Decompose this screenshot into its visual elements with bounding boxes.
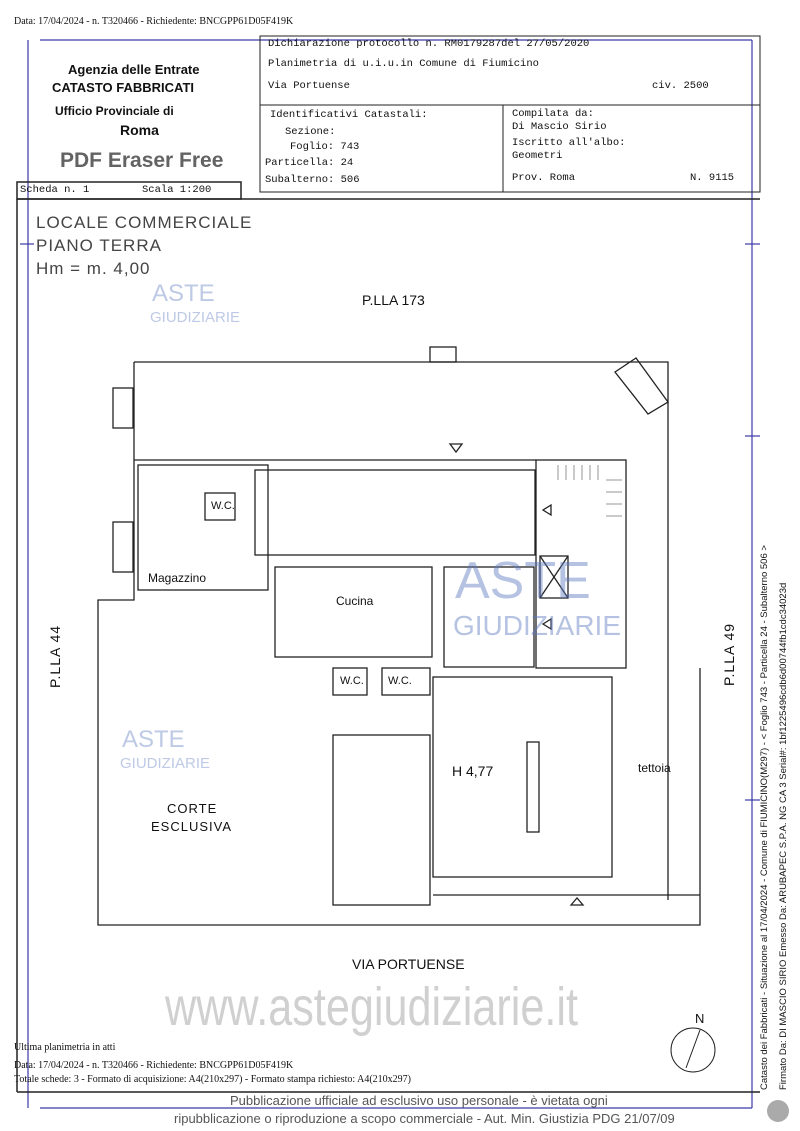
agency-line4: Roma bbox=[120, 122, 159, 138]
walls bbox=[97, 346, 701, 926]
frame-lines bbox=[16, 35, 761, 1093]
side-signature: Firmato Da: DI MASCIO SIRIO Emesso Da: A… bbox=[778, 582, 789, 1090]
planimetria: Planimetria di u.i.u.in Comune di Fiumic… bbox=[268, 58, 539, 70]
room-wc-3: W.C. bbox=[388, 675, 412, 687]
side-catasto: Catasto dei Fabbricati - Situazione al 1… bbox=[759, 545, 770, 1090]
declaration: Dichiarazione protocollo n. RM0179287del… bbox=[268, 38, 590, 50]
prov: Prov. Roma bbox=[512, 172, 576, 184]
footer-totale: Totale schede: 3 - Formato di acquisizio… bbox=[14, 1074, 411, 1085]
particella: Particella: 24 bbox=[265, 157, 354, 169]
civic: civ. 2500 bbox=[652, 80, 709, 92]
pdf-eraser-watermark: PDF Eraser Free bbox=[60, 149, 224, 172]
room-height: H 4,77 bbox=[452, 763, 494, 779]
plan-title: LOCALE COMMERCIALE bbox=[36, 213, 253, 232]
footer-publication-2: ripubblicazione o riproduzione a scopo c… bbox=[174, 1111, 675, 1126]
subalterno: Subalterno: 506 bbox=[265, 174, 360, 186]
north-arrow-icon bbox=[670, 1027, 716, 1073]
agency-line3: Ufficio Provinciale di bbox=[55, 104, 174, 118]
agency-line1: Agenzia delle Entrate bbox=[68, 62, 200, 77]
watermark-giudiziarie: GIUDIZIARIE bbox=[150, 309, 241, 326]
watermark-giudiziarie-2: GIUDIZIARIE bbox=[120, 755, 211, 772]
north-label: N bbox=[695, 1011, 705, 1026]
room-corte-esclusiva: ESCLUSIVA bbox=[151, 819, 233, 834]
address: Via Portuense bbox=[268, 80, 350, 92]
room-magazzino: Magazzino bbox=[148, 571, 207, 585]
foglio: Foglio: 743 bbox=[290, 141, 360, 153]
footer-ultima: Ultima planimetria in atti bbox=[14, 1042, 116, 1053]
north-plot-label: P.LLA 173 bbox=[362, 292, 425, 308]
room-wc-2: W.C. bbox=[340, 675, 364, 687]
street-label: VIA PORTUENSE bbox=[352, 956, 465, 972]
ident-title: Identificativi Catastali: bbox=[270, 109, 428, 121]
agency-line2: CATASTO FABBRICATI bbox=[52, 80, 195, 95]
plan-height: Hm = m. 4,00 bbox=[36, 259, 151, 278]
compilata: Compilata da: bbox=[512, 108, 594, 120]
east-plot-label: P.LLA 49 bbox=[721, 622, 737, 686]
watermark-site: www.astegiudiziarie.it bbox=[165, 977, 578, 1037]
seal-icon bbox=[767, 1100, 789, 1122]
watermark-aste-large: ASTE bbox=[455, 552, 591, 610]
footer-publication-1: Pubblicazione ufficiale ad esclusivo uso… bbox=[230, 1093, 608, 1108]
west-plot-label: P.LLA 44 bbox=[47, 624, 63, 688]
sezione: Sezione: bbox=[285, 126, 336, 138]
north-arrow-needle bbox=[685, 1029, 701, 1069]
stairs bbox=[557, 465, 622, 517]
scala: Scala 1:200 bbox=[142, 184, 212, 196]
scheda: Scheda n. 1 bbox=[20, 184, 90, 196]
blue-frame bbox=[20, 39, 760, 1109]
watermark-giudiziarie-large: GIUDIZIARIE bbox=[453, 610, 622, 641]
room-wc-1: W.C. bbox=[211, 500, 235, 512]
albo: Geometri bbox=[512, 150, 563, 162]
room-corte: CORTE bbox=[167, 801, 218, 816]
watermark-aste: ASTE bbox=[152, 280, 215, 307]
plan-floor: PIANO TERRA bbox=[36, 236, 162, 255]
footer-data: Data: 17/04/2024 - n. T320466 - Richiede… bbox=[14, 1060, 294, 1071]
room-cucina: Cucina bbox=[336, 594, 374, 608]
compiler: Di Mascio Sirio bbox=[512, 121, 607, 133]
albo-number: N. 9115 bbox=[690, 172, 735, 184]
top-info: Data: 17/04/2024 - n. T320466 - Richiede… bbox=[14, 16, 294, 27]
watermark-aste-2: ASTE bbox=[122, 726, 185, 753]
room-tettoia: tettoia bbox=[638, 761, 671, 775]
iscritto: Iscritto all'albo: bbox=[512, 137, 626, 149]
